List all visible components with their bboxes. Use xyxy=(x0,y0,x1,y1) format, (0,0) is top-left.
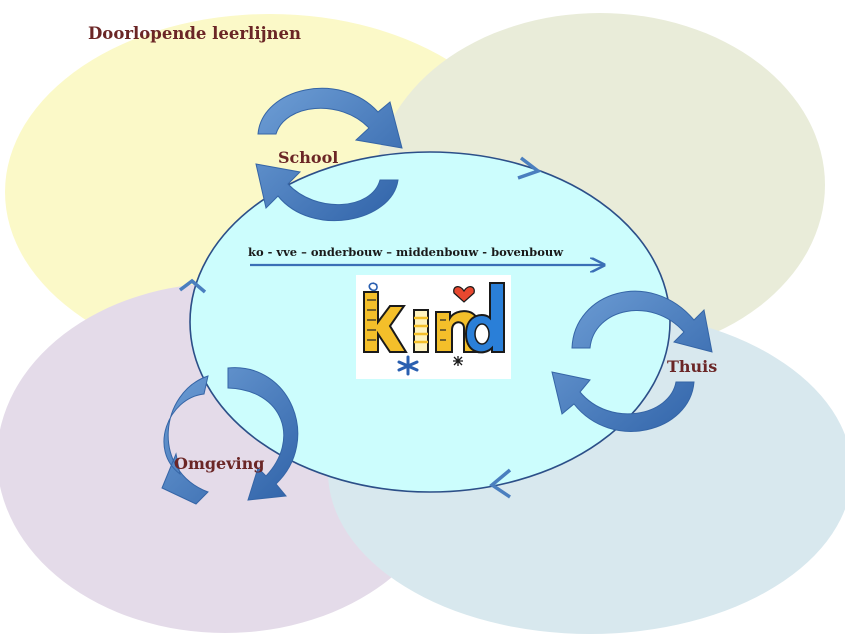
thuis-label: Thuis xyxy=(667,357,717,376)
chevron-top-right-icon xyxy=(517,156,542,180)
swirl-icon xyxy=(368,282,378,292)
heart-icon xyxy=(453,286,475,303)
omgeving-cycle-arrow-icon xyxy=(161,367,299,505)
chevron-left-icon xyxy=(178,278,207,294)
school-label: School xyxy=(278,148,338,167)
center-line-label: ko - vve – onderbouw – middenbouw - bove… xyxy=(248,245,564,259)
thuis-cycle-arrow-icon xyxy=(551,290,713,432)
omgeving-label: Omgeving xyxy=(174,454,264,473)
logo-letter-k xyxy=(363,291,408,353)
school-cycle-arrow-icon xyxy=(255,88,403,222)
kind-logo xyxy=(356,275,511,379)
star-icon xyxy=(453,356,463,366)
flower-icon xyxy=(397,355,419,376)
logo-letter-i xyxy=(413,309,429,353)
title-label: Doorlopende leerlijnen xyxy=(88,24,301,43)
chevron-bottom-icon xyxy=(489,468,512,499)
